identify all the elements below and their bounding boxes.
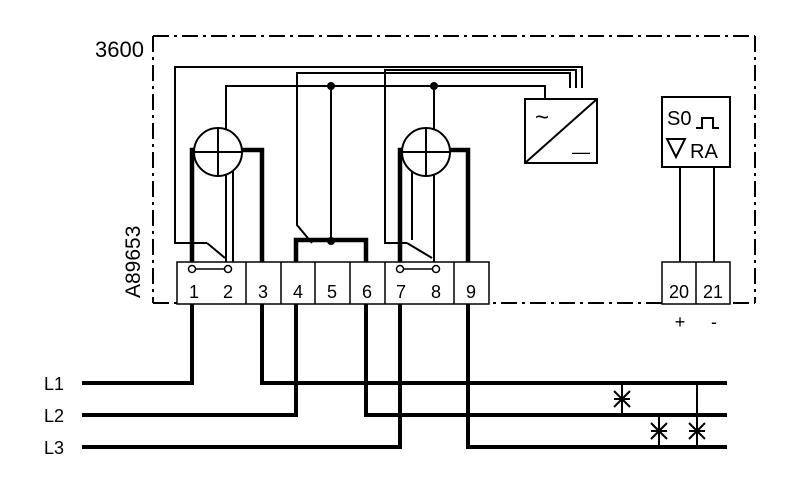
ac-symbol: ~ (535, 104, 549, 131)
pulse-output-block: S0 RA (661, 96, 731, 168)
terminal-3: 3 (258, 282, 268, 302)
current-coil-1 (193, 127, 243, 177)
terminal-block: 1 2 3 4 5 6 7 8 9 (176, 261, 490, 305)
cross-marker-icon (688, 422, 706, 440)
load-markers (613, 390, 706, 440)
terminal-7: 7 (396, 282, 406, 302)
terminal-9: 9 (466, 282, 476, 302)
pulse-output-ra-label: RA (690, 141, 718, 163)
terminal-4: 4 (293, 282, 303, 302)
dc-symbol: — (572, 142, 590, 162)
terminal-1: 1 (189, 282, 199, 302)
terminal-2: 2 (223, 282, 233, 302)
external-wiring (82, 304, 727, 449)
cross-marker-icon (650, 422, 668, 440)
line-label-l1: L1 (44, 374, 64, 394)
model-label: 3600 (95, 37, 144, 62)
polarity-minus: - (711, 312, 717, 332)
terminal-20: 20 (669, 282, 689, 302)
terminal-6: 6 (362, 282, 372, 302)
line-label-l2: L2 (44, 406, 64, 426)
pulse-terminal-block: 20 21 + - (661, 261, 731, 332)
terminal-5: 5 (327, 282, 337, 302)
current-coil-2 (401, 127, 451, 177)
line-label-l3: L3 (44, 438, 64, 458)
power-supply-block: ~ — (524, 98, 598, 164)
part-number-label: A89653 (122, 226, 145, 298)
internal-wiring (174, 66, 715, 262)
terminal-8: 8 (431, 282, 441, 302)
polarity-plus: + (675, 312, 686, 332)
terminal-21: 21 (703, 282, 723, 302)
triangle-down-icon (665, 138, 687, 160)
pulse-output-s0-label: S0 (667, 108, 691, 130)
cross-marker-icon (613, 390, 631, 408)
pulse-waveform-icon (696, 117, 719, 129)
